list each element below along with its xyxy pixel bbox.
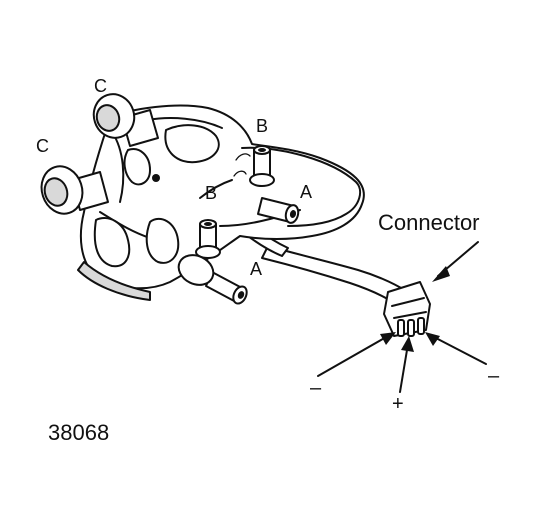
port-a-upper [257, 197, 300, 224]
connector-arrow [432, 241, 479, 282]
label-a-upper: A [300, 182, 312, 202]
electrical-connector [383, 281, 431, 337]
label-plus: + [392, 393, 404, 415]
valve-body [77, 104, 365, 301]
figure-number: 38068 [48, 420, 109, 445]
port-c-upper [92, 93, 159, 147]
label-b-lower: B [205, 183, 217, 203]
plus-arrow [399, 336, 414, 393]
label-c-upper: C [94, 76, 107, 96]
label-minus-right: – [488, 365, 500, 387]
port-a-lower [177, 254, 248, 305]
port-b-upper [249, 145, 275, 187]
label-a-lower: A [250, 259, 262, 279]
port-b-lower [195, 219, 221, 259]
minus-left-arrow [317, 332, 396, 377]
label-minus-left: – [310, 377, 322, 399]
label-connector: Connector [378, 210, 480, 235]
minus-right-arrow [425, 332, 487, 365]
label-c-lower: C [36, 136, 49, 156]
label-b-upper: B [256, 116, 268, 136]
port-c-lower [40, 165, 109, 215]
